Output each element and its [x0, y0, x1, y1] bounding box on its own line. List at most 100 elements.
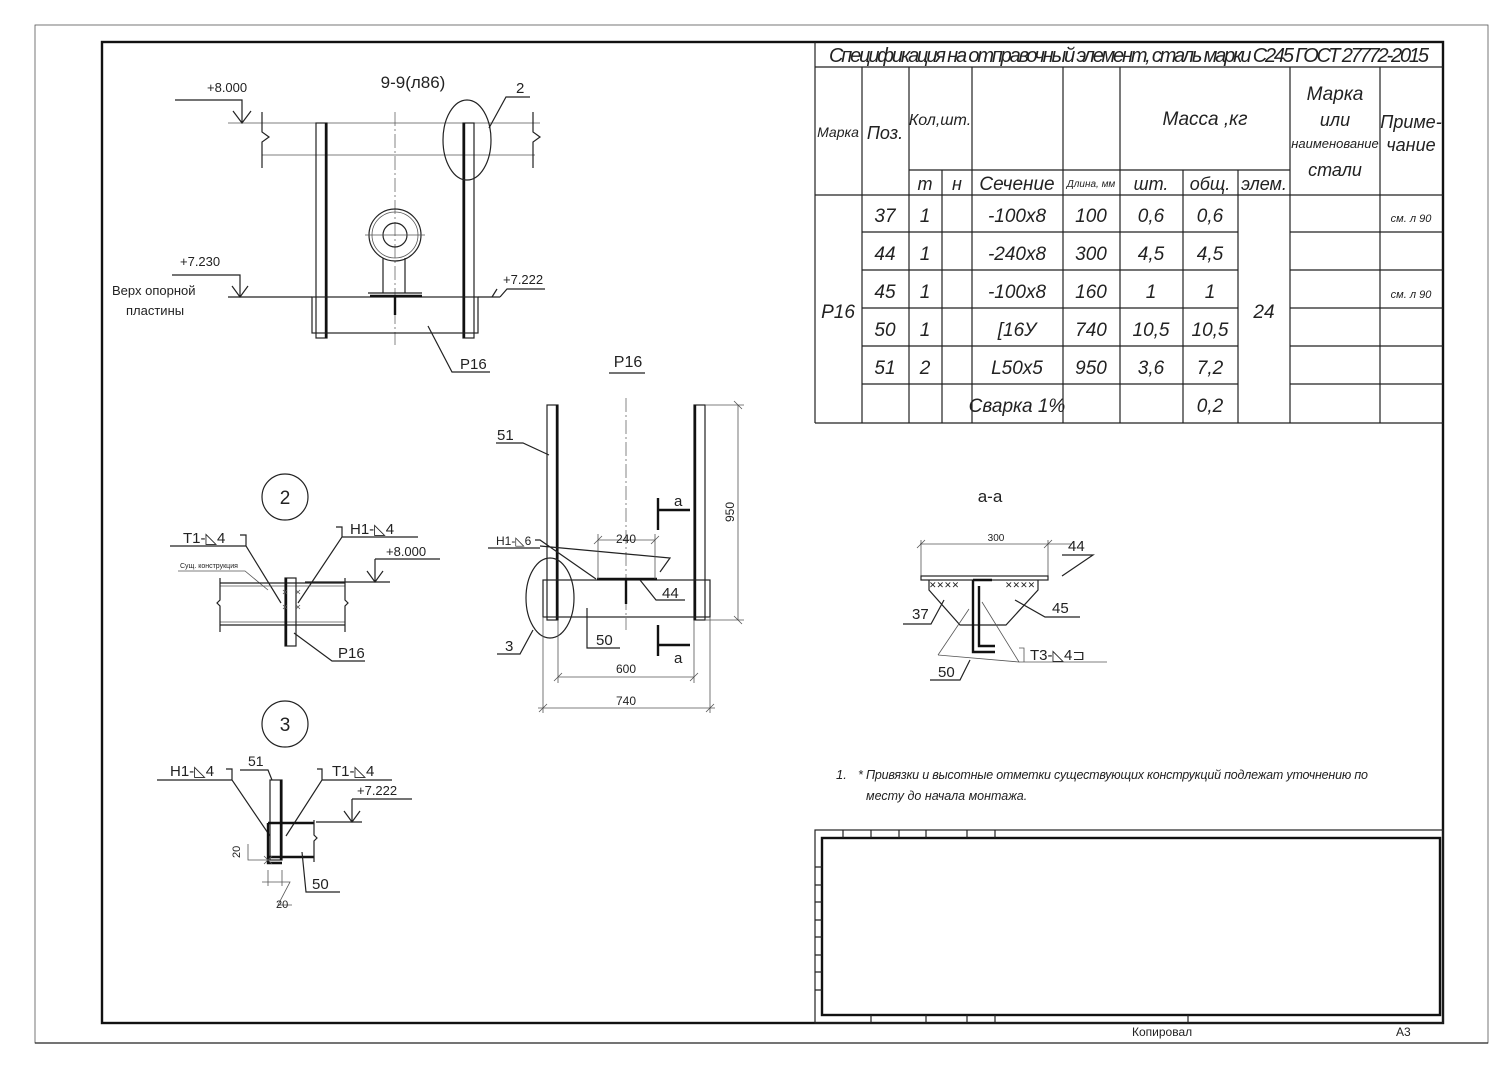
node-2-weld-left: Т1-◺4: [183, 530, 225, 547]
spec-cell-poz: 51: [874, 358, 895, 379]
callout-2: 2: [516, 80, 524, 97]
spec-cell-sechenie: Сварка 1%: [969, 396, 1066, 417]
header-poz: Поз.: [867, 123, 903, 143]
spec-cell-m: 1: [920, 244, 931, 265]
header-n: н: [952, 174, 962, 194]
spec-cell-sht: 0,6: [1138, 206, 1165, 227]
spec-cell-sht: 1: [1146, 282, 1157, 303]
elem-mass: 24: [1252, 302, 1274, 323]
section-pos50: 50: [938, 664, 955, 681]
p16-weld: Н1-◺6: [496, 534, 532, 548]
node-2: 2 Т1-◺4 Н1-◺4 +8.000 Сущ. конструкция Р1…: [170, 473, 440, 662]
p16-dim600: 600: [616, 662, 636, 676]
spec-cell-m: 2: [919, 358, 931, 379]
spec-cell-obsh: 0,2: [1197, 396, 1224, 417]
elev-top: +8.000: [207, 80, 247, 95]
section-pos44: 44: [1068, 538, 1085, 555]
spec-cell-poz: 44: [874, 244, 895, 265]
note-line-2: месту до начала монтажа.: [866, 789, 1027, 803]
plate-label-2: пластины: [126, 303, 184, 318]
node-2-weld-right: Н1-◺4: [350, 521, 394, 538]
elev-plate: +7.230: [180, 254, 220, 269]
p16-pos44: 44: [662, 585, 679, 602]
node-2-elev: +8.000: [386, 544, 426, 559]
spec-cell-dlina: 950: [1075, 358, 1107, 379]
specification-table: Спецификация на отправочный элемент, ста…: [814, 42, 1443, 424]
node-3-number: 3: [280, 715, 291, 736]
node-3-weld-right: Т1-◺4: [332, 763, 374, 780]
spec-cell-sechenie: -240х8: [988, 244, 1047, 265]
node-3-dim-1: 20: [231, 846, 243, 858]
header-elem: элем.: [1241, 174, 1287, 194]
weld-marks-right: ✕✕✕✕: [1005, 580, 1035, 590]
spec-cell-dlina: 160: [1075, 282, 1107, 303]
spec-cell-dlina: 300: [1075, 244, 1107, 265]
spec-cell-m: 1: [920, 282, 931, 303]
spec-cell-sechenie: -100х8: [988, 282, 1047, 303]
spec-cell-sht: 4,5: [1138, 244, 1165, 265]
section-weld: Т3-◺4⊐: [1030, 647, 1085, 664]
section-dim300: 300: [988, 533, 1005, 544]
header-prim-1: Приме-: [1380, 112, 1441, 132]
node-3-pos2: 50: [312, 876, 329, 893]
view-p16-title: Р16: [614, 354, 643, 371]
spec-cell-obsh: 0,6: [1197, 206, 1224, 227]
node-3-elev: +7.222: [357, 783, 397, 798]
spec-cell-poz: 50: [874, 320, 896, 341]
spec-cell-sht: 3,6: [1138, 358, 1165, 379]
header-marka: Марка: [817, 124, 859, 140]
node-2-mark: Р16: [338, 645, 365, 662]
spec-cell-obsh: 1: [1205, 282, 1216, 303]
spec-cell-prim: см. л 90: [1391, 213, 1433, 225]
inner-drawing-frame: [100, 40, 1445, 1025]
p16-dim950: 950: [723, 502, 737, 522]
view-9-9: 9-9(л86) +8.000 2 +7.230 Верх опорной пл…: [112, 73, 545, 373]
spec-cell-m: 1: [920, 206, 931, 227]
p16-dim740: 740: [616, 694, 636, 708]
spec-cell-obsh: 4,5: [1197, 244, 1224, 265]
header-steel-1: Марка: [1307, 84, 1364, 105]
spec-cell-poz: 45: [874, 282, 896, 303]
node-2-number: 2: [280, 488, 291, 509]
spec-cell-sechenie: L50х5: [991, 358, 1043, 379]
p16-cut-bottom: а: [674, 650, 683, 667]
section-pos45: 45: [1052, 600, 1069, 617]
spec-cell-m: 1: [920, 320, 931, 341]
node-3-dim-2: 20: [276, 899, 288, 911]
node-3: 3 Н1-◺4 51 Т1-◺4 +7.222 20 20 50: [157, 700, 412, 911]
header-dlina: Длина, мм: [1066, 179, 1116, 190]
spec-cell-sechenie: -100х8: [988, 206, 1047, 227]
spec-cell-obsh: 10,5: [1192, 320, 1229, 341]
spec-cell-sechenie: [16У: [997, 320, 1038, 341]
view-9-9-mark: Р16: [460, 356, 487, 373]
view-p16: Р16 51 Н1-◺6 240 44 3 50 а а 950 600 740: [488, 354, 744, 713]
plate-label-1: Верх опорной: [112, 283, 196, 298]
spec-cell-prim: см. л 90: [1391, 289, 1433, 301]
section-pos37: 37: [912, 606, 929, 623]
spec-cell-dlina: 740: [1075, 320, 1107, 341]
node-2-existing-label: Сущ. конструкция: [180, 563, 238, 570]
header-sht: шт.: [1134, 174, 1169, 194]
note-number: 1.: [836, 767, 847, 782]
spec-cell-poz: 37: [874, 206, 897, 227]
section-title: а-а: [978, 487, 1003, 506]
p16-callout3: 3: [505, 638, 513, 655]
weld-marks: ✕✕✕✕: [929, 580, 959, 590]
header-steel-2: или: [1320, 110, 1350, 130]
node-3-pos: 51: [248, 753, 264, 769]
copied-label: Копировал: [1132, 1025, 1192, 1039]
spec-cell-obsh: 7,2: [1197, 358, 1224, 379]
header-prim-2: чание: [1386, 135, 1435, 155]
view-9-9-title: 9-9(л86): [381, 73, 446, 92]
spec-cell-sht: 10,5: [1133, 320, 1170, 341]
header-obsh: общ.: [1190, 174, 1230, 194]
section-a-a: а-а 300 ✕✕✕✕ ✕✕✕✕ 44 37 45 Т3-◺4⊐ 50: [903, 487, 1107, 681]
elev-right: +7.222: [503, 272, 543, 287]
spec-title: Спецификация на отправочный элемент, ста…: [829, 45, 1430, 67]
node-3-weld-left: Н1-◺4: [170, 763, 214, 780]
note-line-1: * Привязки и высотные отметки существующ…: [858, 768, 1368, 782]
header-steel-4: стали: [1308, 160, 1362, 180]
header-kol: Кол,шт.: [909, 112, 971, 129]
header-m: т: [918, 174, 933, 194]
